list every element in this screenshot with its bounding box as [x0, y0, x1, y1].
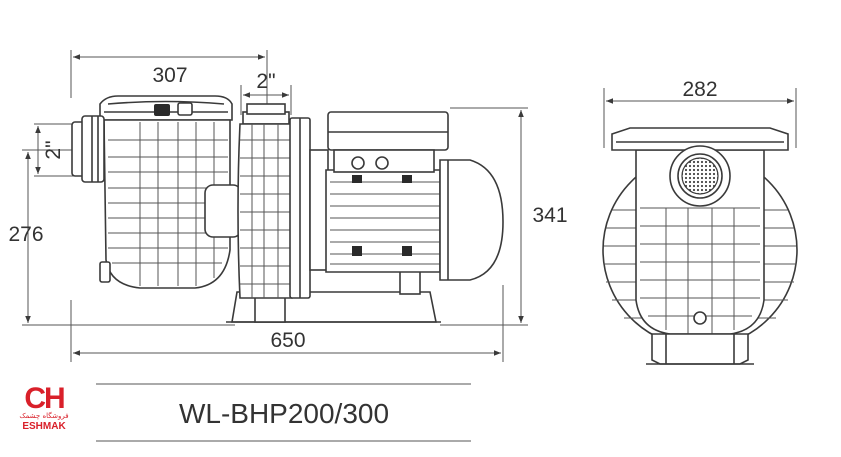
- pump-front-view: [602, 127, 798, 365]
- dim-total-height-label: 341: [532, 204, 567, 227]
- model-name: WL-BHP200/300: [179, 398, 389, 429]
- dim-total-length-label: 650: [270, 329, 305, 352]
- dim-port-side-label: 2": [42, 140, 65, 159]
- pump-side-view: [71, 95, 504, 323]
- brand-logo: CH فروشگاه چشمک ESHMAK: [19, 382, 68, 432]
- dimension-lines-front: [603, 88, 797, 148]
- logo-letters: CH: [24, 382, 64, 415]
- dim-inlet-height-label: 276: [8, 223, 43, 246]
- dim-port-top-label: 2": [256, 70, 275, 93]
- logo-subtitle: فروشگاه چشمک: [19, 411, 68, 420]
- dim-side-width-label: 307: [152, 64, 187, 87]
- dimension-lines-side: [22, 50, 528, 362]
- logo-brand: ESHMAK: [22, 421, 66, 432]
- dim-front-width-label: 282: [682, 78, 717, 101]
